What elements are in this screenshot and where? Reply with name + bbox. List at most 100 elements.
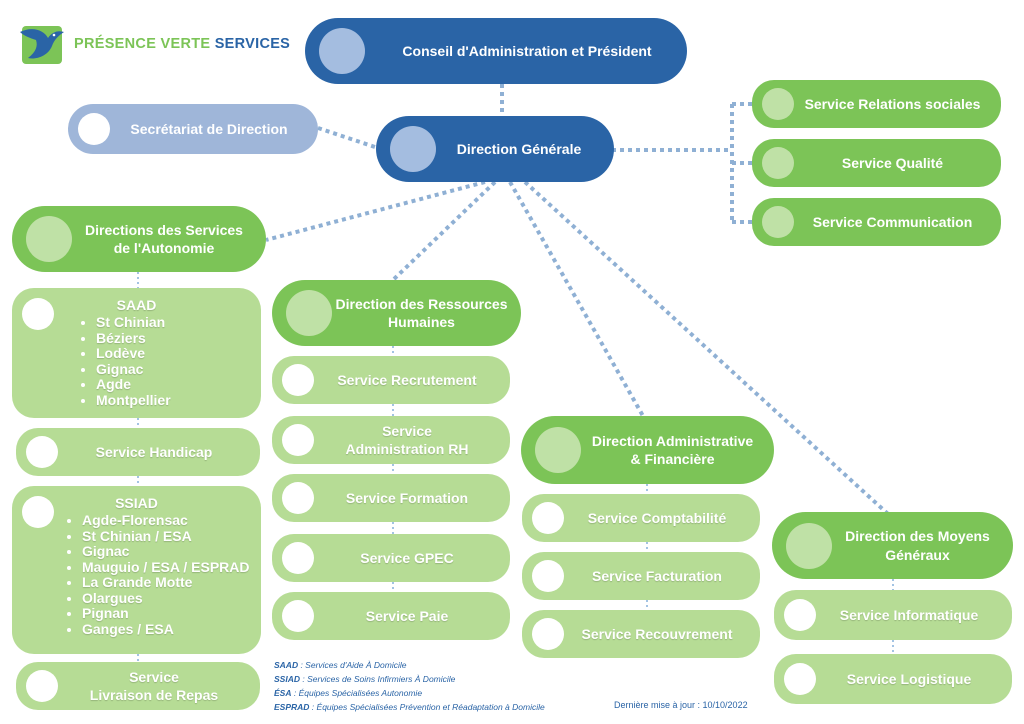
- node-bullet-icon: [282, 364, 314, 396]
- ssiad-title: SSIAD: [115, 495, 158, 511]
- brand-name: PRÉSENCE VERTE SERVICES: [74, 36, 290, 52]
- box-ssiad[interactable]: SSIAD Agde-Florensac St Chinian / ESA Gi…: [12, 486, 261, 654]
- node-service-recouvrement[interactable]: Service Recouvrement: [522, 610, 760, 658]
- node-label: Service GPEC: [360, 549, 454, 566]
- legend-key: ÉSA: [274, 688, 292, 698]
- title-line2: Généraux: [885, 546, 950, 563]
- node-label: Service Paie: [365, 607, 449, 624]
- ssiad-item: Olargues: [82, 590, 261, 607]
- node-service-logistique[interactable]: Service Logistique: [774, 654, 1012, 704]
- ssiad-item: La Grande Motte: [82, 574, 261, 591]
- node-bullet-icon: [282, 482, 314, 514]
- node-label: Service Logistique: [846, 670, 972, 687]
- legend-text: : Services d'Aide À Domicile: [298, 660, 407, 670]
- node-bullet-icon: [532, 560, 564, 592]
- node-direction-generale[interactable]: Direction Générale: [376, 116, 614, 182]
- node-direction-autonomie[interactable]: Directions des Services de l'Autonomie: [12, 206, 266, 272]
- node-direction-administrative-financiere[interactable]: Direction Administrative & Financière: [521, 416, 774, 484]
- saad-item: Lodève: [96, 345, 261, 362]
- abbreviations-legend: SAAD : Services d'Aide À Domicile SSIAD …: [274, 658, 545, 714]
- legend-row: SAAD : Services d'Aide À Domicile: [274, 658, 545, 672]
- title-line1: Direction des Ressources: [335, 295, 508, 312]
- legend-row: SSIAD : Services de Soins Infirmiers À D…: [274, 672, 545, 686]
- saad-item: Gignac: [96, 361, 261, 378]
- node-label: Service Informatique: [839, 606, 979, 623]
- title-line1: Direction des Moyens: [845, 528, 990, 545]
- legend-key: ESPRAD: [274, 702, 310, 712]
- node-service-qualite[interactable]: Service Qualité: [752, 139, 1001, 187]
- node-service-comptabilite[interactable]: Service Comptabilité: [522, 494, 760, 542]
- saad-title: SAAD: [116, 297, 157, 313]
- ssiad-item: Pignan: [82, 605, 261, 622]
- node-bullet-icon: [22, 298, 54, 330]
- title-line1: Direction Administrative: [591, 432, 754, 449]
- node-bullet-icon: [282, 424, 314, 456]
- node-bullet-icon: [762, 88, 794, 120]
- title-line2: Humaines: [388, 314, 455, 330]
- node-bullet-icon: [282, 542, 314, 574]
- legend-row: ESPRAD : Équipes Spécialisées Prévention…: [274, 700, 545, 714]
- brand-part1: PRÉSENCE VERTE: [74, 36, 211, 52]
- node-service-relations-sociales[interactable]: Service Relations sociales: [752, 80, 1001, 128]
- ssiad-list: Agde-Florensac St Chinian / ESA Gignac M…: [12, 512, 261, 637]
- node-label: Service Formation: [345, 489, 469, 506]
- node-direction-generale-label: Direction Générale: [456, 140, 582, 157]
- node-label: Service Comptabilité: [587, 509, 727, 526]
- node-bullet-icon: [286, 290, 332, 336]
- title-line2: de l'Autonomie: [113, 240, 215, 256]
- label-line1: Service: [129, 668, 179, 685]
- node-service-formation[interactable]: Service Formation: [272, 474, 510, 522]
- label-line2: Administration RH: [345, 441, 469, 457]
- node-conseil[interactable]: Conseil d'Administration et Président: [305, 18, 687, 84]
- node-bullet-icon: [784, 599, 816, 631]
- node-secretariat[interactable]: Secrétariat de Direction: [68, 104, 318, 154]
- node-direction-autonomie-label: Directions des Services de l'Autonomie: [85, 221, 243, 257]
- node-bullet-icon: [784, 663, 816, 695]
- node-service-handicap[interactable]: Service Handicap: [16, 428, 260, 476]
- saad-item: St Chinian: [96, 314, 261, 331]
- node-secretariat-label: Secrétariat de Direction: [130, 120, 288, 137]
- saad-item: Béziers: [96, 330, 261, 347]
- node-bullet-icon: [26, 216, 72, 262]
- legend-text: : Équipes Spécialisées Autonomie: [291, 688, 423, 698]
- node-service-informatique[interactable]: Service Informatique: [774, 590, 1012, 640]
- node-bullet-icon: [762, 147, 794, 179]
- presence-verte-logo: [20, 26, 64, 64]
- title-line2: & Financière: [630, 451, 715, 467]
- node-daf-label: Direction Administrative & Financière: [592, 432, 753, 468]
- node-service-paie[interactable]: Service Paie: [272, 592, 510, 640]
- saad-list: St Chinian Béziers Lodève Gignac Agde Mo…: [12, 314, 261, 408]
- ssiad-item: Gignac: [82, 543, 261, 560]
- node-bullet-icon: [786, 522, 832, 569]
- node-label: Service Communication: [812, 213, 973, 230]
- node-service-communication[interactable]: Service Communication: [752, 198, 1001, 246]
- node-label: Service Qualité: [841, 154, 944, 171]
- node-conseil-label: Conseil d'Administration et Président: [402, 42, 652, 59]
- node-service-facturation[interactable]: Service Facturation: [522, 552, 760, 600]
- label-line1: Service: [382, 422, 432, 439]
- label-line2: Livraison de Repas: [89, 687, 219, 703]
- ssiad-item: St Chinian / ESA: [82, 528, 261, 545]
- node-service-recrutement[interactable]: Service Recrutement: [272, 356, 510, 404]
- node-bullet-icon: [22, 496, 54, 528]
- legend-key: SAAD: [274, 660, 299, 670]
- node-bullet-icon: [532, 502, 564, 534]
- node-label: Service Recrutement: [337, 371, 477, 388]
- node-bullet-icon: [535, 427, 581, 473]
- box-saad[interactable]: SAAD St Chinian Béziers Lodève Gignac Ag…: [12, 288, 261, 418]
- last-updated: Dernière mise à jour : 10/10/2022: [614, 700, 748, 710]
- node-service-gpec[interactable]: Service GPEC: [272, 534, 510, 582]
- saad-item: Agde: [96, 376, 261, 393]
- legend-row: ÉSA : Équipes Spécialisées Autonomie: [274, 686, 545, 700]
- title-line1: Directions des Services: [85, 221, 243, 238]
- node-bullet-icon: [319, 28, 365, 74]
- legend-text: : Services de Soins Infirmiers À Domicil…: [299, 674, 456, 684]
- legend-text: : Équipes Spécialisées Prévention et Réa…: [309, 702, 545, 712]
